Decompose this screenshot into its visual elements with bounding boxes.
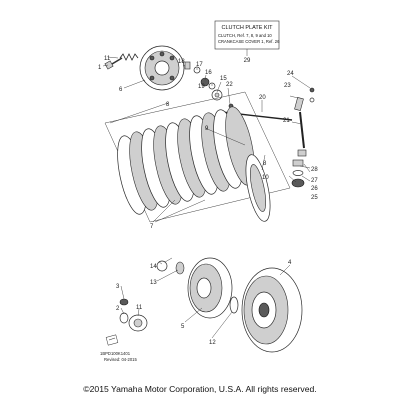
boss-nut-washer (156, 260, 185, 275)
label-19: 19 (198, 84, 205, 90)
lower-left-fasteners (119, 298, 148, 332)
label-23: 23 (284, 83, 291, 89)
pressure-plate (139, 45, 185, 91)
seals-25-28 (291, 159, 305, 188)
clutch-housing (241, 267, 303, 353)
label-26: 26 (311, 186, 318, 192)
label-2b: 2 (116, 306, 120, 312)
part-labels: 1 11 6 8 18 17 16 19 15 22 20 23 24 21 2… (98, 56, 318, 346)
push-lever-shaft (294, 87, 315, 157)
label-2: 11 (104, 56, 111, 62)
label-24: 24 (287, 71, 294, 77)
label-12: 12 (209, 340, 216, 346)
clutch-plate-kit-callout: CLUTCH PLATE KIT CLUTCH, Ref. 7, 8, 9 an… (214, 20, 280, 64)
clutch-boss (187, 257, 233, 319)
label-1: 1 (98, 65, 102, 71)
label-5: 5 (181, 324, 185, 330)
label-8-bottom: 8 (263, 161, 267, 167)
kit-line-2: CRANKCASE COVER 1, Ref. 26 (218, 39, 280, 44)
label-9: 9 (205, 126, 209, 132)
label-20: 20 (259, 95, 266, 101)
label-18: 18 (178, 59, 185, 65)
label-28: 28 (311, 167, 318, 173)
copyright-notice: ©2015 Yamaha Motor Corporation, U.S.A. A… (83, 384, 317, 394)
label-10: 10 (262, 175, 269, 181)
label-16: 16 (205, 70, 212, 76)
catalog-code: 1BPD100K1401 (100, 351, 131, 356)
label-25: 25 (311, 195, 318, 201)
clutch-plate-stack (104, 91, 291, 223)
label-14: 14 (150, 264, 157, 270)
revised-date: Revised: 04-2015 (104, 357, 137, 362)
kit-title: CLUTCH PLATE KIT (222, 25, 274, 31)
label-4: 4 (288, 260, 292, 266)
label-3: 3 (116, 284, 120, 290)
label-15: 15 (220, 76, 227, 82)
label-13: 13 (150, 280, 157, 286)
label-21: 21 (283, 118, 290, 124)
label-17: 17 (196, 62, 203, 68)
label-22: 22 (226, 82, 233, 88)
label-11b: 11 (136, 305, 143, 311)
kit-line-1: CLUTCH, Ref. 7, 8, 9 and 10 (218, 33, 272, 38)
catalog-tag-icon (105, 334, 119, 346)
leader-lines (102, 56, 311, 339)
kit-ref-label: 29 (244, 58, 251, 64)
label-7: 7 (150, 224, 154, 230)
label-6: 6 (119, 87, 123, 93)
label-27: 27 (311, 178, 318, 184)
spring-bolt-assembly (104, 53, 139, 70)
thrust-washer (229, 296, 239, 314)
label-8-top: 8 (166, 102, 170, 108)
catalog-code-block: 1BPD100K1401 Revised: 04-2015 (100, 351, 137, 362)
